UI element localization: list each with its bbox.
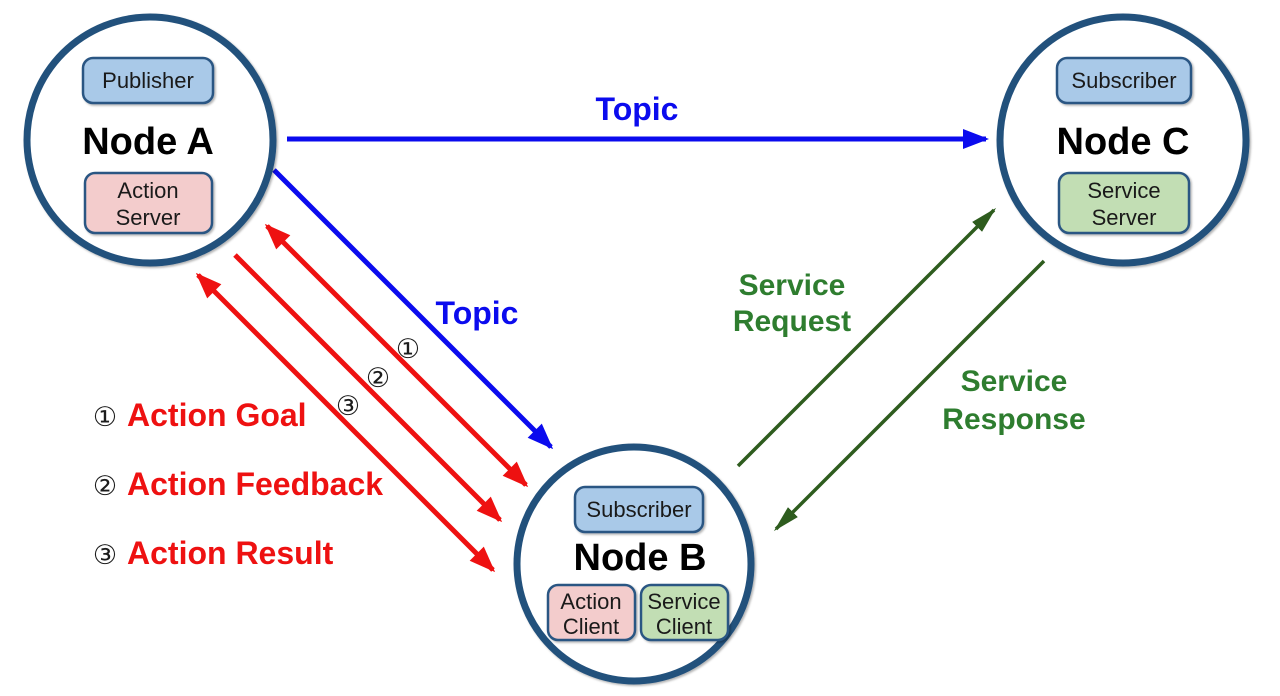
- legend: ① Action Goal ② Action Feedback ③ Action…: [93, 397, 383, 571]
- service-request-arrow: [736, 207, 997, 468]
- legend-item-action-goal: ① Action Goal: [93, 397, 307, 433]
- service-client-label-line2: Client: [656, 614, 712, 639]
- service-client-label-line1: Service: [647, 589, 720, 614]
- service-response-label-line2: Response: [942, 403, 1085, 436]
- service-server-label-line1: Service: [1087, 178, 1160, 203]
- subscriber-label-node-c: Subscriber: [1071, 68, 1176, 93]
- service-client-box: [639, 583, 730, 642]
- subscriber-label-node-b: Subscriber: [586, 497, 691, 522]
- publisher-label: Publisher: [102, 68, 194, 93]
- action-client-label-line1: Action: [560, 589, 621, 614]
- subscriber-box-node-c: [1055, 56, 1193, 105]
- action-client-label-line2: Client: [563, 614, 619, 639]
- action-server-box: [83, 171, 214, 235]
- service-response-arrow: [773, 259, 1046, 532]
- circled-3-marker: ③: [336, 391, 360, 422]
- service-request-label-line1: Service: [739, 269, 846, 302]
- circled-2-marker: ②: [366, 363, 390, 394]
- service-server-box: [1057, 171, 1191, 235]
- legend-item-label: Action Result: [127, 535, 334, 571]
- action-client-box: [546, 583, 637, 642]
- node-a-title: Node A: [82, 121, 214, 163]
- node-b-title: Node B: [574, 537, 707, 579]
- service-response-label-line1: Service: [961, 365, 1068, 398]
- legend-item-number: ③: [93, 540, 117, 571]
- legend-item-number: ①: [93, 402, 117, 433]
- node-c-title: Node C: [1057, 121, 1190, 163]
- subscriber-box-node-b: [573, 485, 705, 534]
- action-result-arrow: [195, 272, 496, 573]
- legend-item-action-result: ③ Action Result: [93, 535, 334, 571]
- legend-item-number: ②: [93, 471, 117, 502]
- action-server-label-line2: Server: [116, 205, 181, 230]
- publisher-box: [81, 56, 215, 105]
- topic-label-a-to-c: Topic: [596, 91, 679, 127]
- service-request-label-line2: Request: [733, 305, 851, 338]
- topic-label-a-to-b: Topic: [436, 295, 519, 331]
- legend-item-label: Action Feedback: [127, 466, 383, 502]
- circled-1-marker: ①: [396, 334, 420, 365]
- service-server-label-line2: Server: [1092, 205, 1157, 230]
- action-server-label-line1: Action: [117, 178, 178, 203]
- legend-item-label: Action Goal: [127, 397, 307, 433]
- legend-item-action-feedback: ② Action Feedback: [93, 466, 383, 502]
